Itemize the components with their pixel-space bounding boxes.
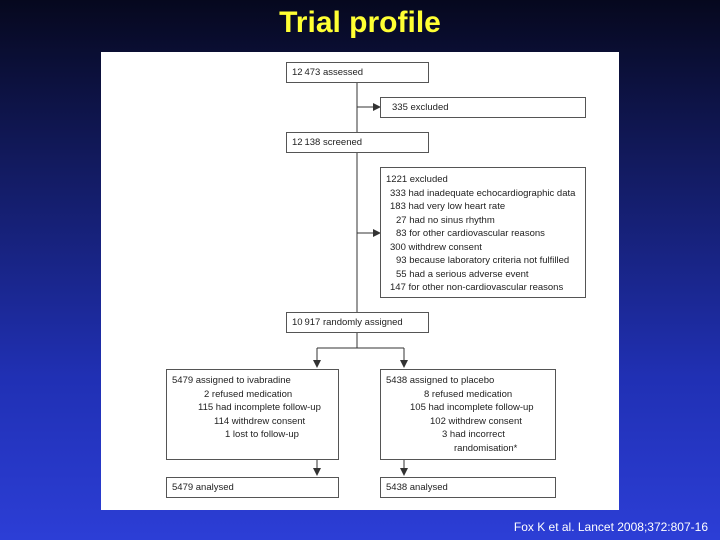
screened-label: 12 138 screened <box>292 137 363 148</box>
excluded2-line: 83 for other cardiovascular reasons <box>396 228 545 239</box>
excluded2-line: 147 for other non-cardiovascular reasons <box>390 282 564 293</box>
excluded1-box: 335 excluded <box>380 97 586 118</box>
analysed-placebo-box: 5438 analysed <box>380 477 556 498</box>
ivabradine-line: 115 had incomplete follow-up <box>198 402 321 413</box>
analysed-ivabradine-box: 5479 analysed <box>166 477 339 498</box>
screened-box: 12 138 screened <box>286 132 429 153</box>
ivabradine-line: 114 withdrew consent <box>214 415 306 427</box>
ivabradine-header: 5479 assigned to ivabradine <box>172 375 291 386</box>
excluded1-label: 335 excluded <box>392 102 449 113</box>
assessed-label: 12 473 assessed <box>292 67 364 78</box>
ivabradine-line: 2 refused medication <box>204 388 293 400</box>
placebo-line: 3 had incorrect <box>442 429 505 440</box>
excluded2-box: 1221 excluded 333 had inadequate echocar… <box>380 167 586 298</box>
placebo-line: randomisation* <box>454 442 518 454</box>
excluded2-line: 93 because laboratory criteria not fulfi… <box>396 255 570 266</box>
excluded2-line: 183 had very low heart rate <box>390 201 506 212</box>
ivabradine-line: 1 lost to follow-up <box>225 429 299 440</box>
placebo-line: 102 withdrew consent <box>430 415 522 427</box>
analysed-ivabradine-label: 5479 analysed <box>172 482 234 493</box>
placebo-line: 8 refused medication <box>424 388 513 400</box>
flow-connectors <box>313 83 408 476</box>
excluded2-line: 55 had a serious adverse event <box>396 268 529 280</box>
analysed-placebo-label: 5438 analysed <box>386 482 448 493</box>
excluded2-line: 300 withdrew consent <box>390 241 482 253</box>
placebo-line: 105 had incomplete follow-up <box>410 402 534 413</box>
excluded2-line: 333 had inadequate echocardiographic dat… <box>390 187 576 199</box>
assessed-box: 12 473 assessed <box>286 62 429 83</box>
placebo-box: 5438 assigned to placebo 8 refused medic… <box>380 369 556 460</box>
flowchart-panel: 12 473 assessed 335 excluded 12 138 scre… <box>101 52 619 510</box>
placebo-header: 5438 assigned to placebo <box>386 375 495 386</box>
excluded2-line: 27 had no sinus rhythm <box>396 214 495 226</box>
excluded2-header: 1221 excluded <box>386 174 448 185</box>
randomised-box: 10 917 randomly assigned <box>286 312 429 333</box>
randomised-label: 10 917 randomly assigned <box>292 317 403 328</box>
ivabradine-box: 5479 assigned to ivabradine 2 refused me… <box>166 369 339 460</box>
slide-title: Trial profile <box>279 6 441 39</box>
citation: Fox K et al. Lancet 2008;372:807-16 <box>513 520 708 534</box>
